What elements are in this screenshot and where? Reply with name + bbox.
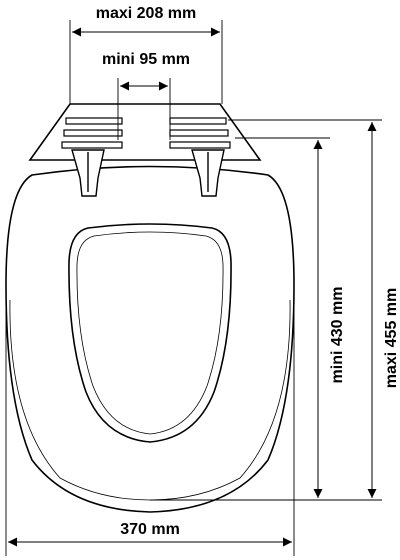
hinge-slots-left [61, 117, 123, 149]
dimension-hinge-min [117, 78, 171, 140]
label-width: 370 mm [120, 521, 180, 538]
label-hinge-min: mini 95 mm [102, 51, 190, 68]
seat-opening-inner [76, 231, 224, 435]
hinge-slots-right [169, 117, 231, 149]
seat-rim-line-right [149, 299, 291, 501]
dimension-width [5, 285, 295, 556]
hinge-post-right [191, 149, 225, 197]
seat-opening [68, 223, 232, 443]
dimension-hinge-max [69, 20, 223, 104]
hinge-post-left [71, 149, 105, 197]
label-length-max: maxi 455 mm [383, 288, 400, 389]
label-hinge-max: maxi 208 mm [96, 5, 197, 22]
seat-rim-line [9, 299, 151, 501]
label-length-min: mini 430 mm [329, 287, 346, 384]
